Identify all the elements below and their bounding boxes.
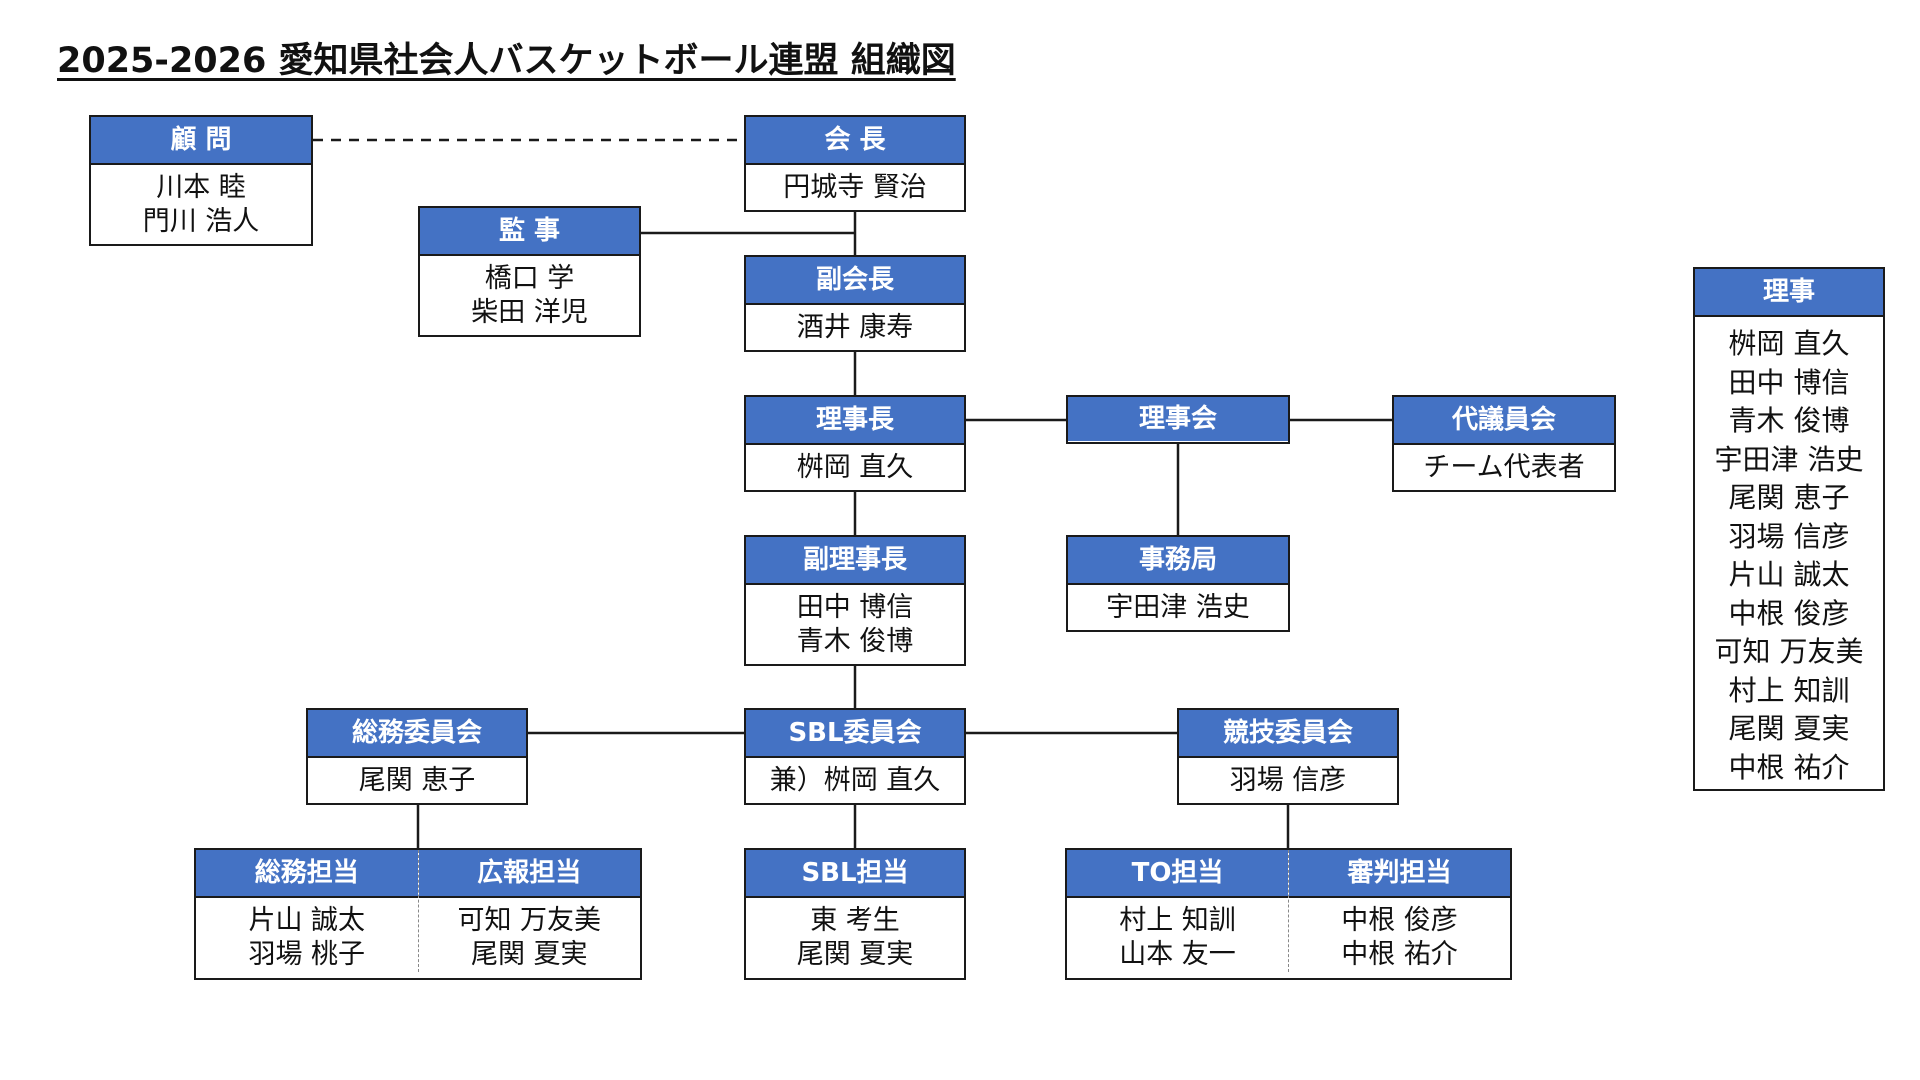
shinpan-tanto-column: 審判担当 中根 俊彦 中根 祐介	[1288, 850, 1510, 972]
somu-iinkai-member: 尾関 恵子	[358, 765, 476, 796]
page-title: 2025-2026 愛知県社会人バスケットボール連盟 組織図	[57, 41, 956, 81]
somu-tanto-member: 羽場 桃子	[248, 939, 366, 970]
to-shinpan-tanto-box: TO担当 村上 知訓 山本 友一 審判担当 中根 俊彦 中根 祐介	[1065, 848, 1512, 980]
rijicho-member: 桝岡 直久	[796, 452, 914, 483]
shinpan-tanto-member: 中根 祐介	[1341, 939, 1458, 970]
rijicho-header: 理事長	[746, 397, 964, 445]
fukurijicho-member: 青木 俊博	[796, 626, 914, 657]
riji-member: 宇田津 浩史	[1714, 442, 1864, 476]
kanji-member: 橋口 学	[484, 263, 575, 294]
fukurijicho-member: 田中 博信	[796, 592, 914, 623]
riji-member: 村上 知訓	[1728, 673, 1850, 707]
to-tanto-member: 村上 知訓	[1119, 905, 1236, 936]
kyogi-iinkai-header: 競技委員会	[1179, 710, 1397, 758]
fukurijicho-box: 副理事長 田中 博信 青木 俊博	[744, 535, 966, 666]
jimukyoku-box: 事務局 宇田津 浩史	[1066, 535, 1290, 632]
riji-member: 片山 誠太	[1728, 558, 1850, 591]
kaicho-header: 会 長	[746, 117, 964, 165]
komon-member: 川本 睦	[156, 172, 246, 203]
riji-member: 桝岡 直久	[1728, 327, 1850, 360]
riji-header: 理事	[1695, 269, 1883, 317]
fukurijicho-header: 副理事長	[746, 537, 964, 585]
fukukaicho-box: 副会長 酒井 康寿	[744, 255, 966, 352]
jimukyoku-member: 宇田津 浩史	[1106, 592, 1250, 623]
komon-header: 顧 問	[91, 117, 311, 165]
riji-box: 理事 桝岡 直久 田中 博信 青木 俊博 宇田津 浩史 尾関 恵子 羽場 信彦 …	[1693, 267, 1885, 791]
riji-member: 尾関 恵子	[1728, 481, 1850, 514]
kyogi-iinkai-box: 競技委員会 羽場 信彦	[1177, 708, 1399, 805]
somu-tanto-member: 片山 誠太	[248, 905, 366, 936]
shinpan-tanto-member: 中根 俊彦	[1341, 905, 1458, 936]
koho-tanto-header: 広報担当	[418, 850, 640, 898]
fukukaicho-header: 副会長	[746, 257, 964, 305]
to-tanto-column: TO担当 村上 知訓 山本 友一	[1067, 850, 1288, 972]
riji-member: 田中 博信	[1728, 365, 1850, 399]
riji-member: 可知 万友美	[1714, 635, 1864, 668]
kyogi-iinkai-member: 羽場 信彦	[1229, 765, 1347, 796]
riji-member: 中根 俊彦	[1728, 596, 1850, 630]
riji-member: 尾関 夏実	[1728, 712, 1850, 745]
sbl-tanto-header: SBL担当	[746, 850, 964, 898]
kanji-box: 監 事 橋口 学 柴田 洋児	[418, 206, 641, 337]
sbl-iinkai-header: SBL委員会	[746, 710, 964, 758]
koho-tanto-column: 広報担当 可知 万友美 尾関 夏実	[417, 850, 640, 972]
daigiinkai-header: 代議員会	[1394, 397, 1614, 445]
fukukaicho-member: 酒井 康寿	[796, 312, 914, 343]
daigiinkai-box: 代議員会 チーム代表者	[1392, 395, 1616, 492]
rijikai-header: 理事会	[1068, 397, 1288, 441]
koho-tanto-member: 尾関 夏実	[470, 939, 588, 970]
somu-tanto-header: 総務担当	[196, 850, 418, 898]
somu-tanto-column: 総務担当 片山 誠太 羽場 桃子	[196, 850, 418, 972]
sbl-tanto-member: 尾関 夏実	[796, 939, 914, 970]
jimukyoku-header: 事務局	[1068, 537, 1288, 585]
riji-member: 羽場 信彦	[1728, 519, 1850, 553]
rijikai-box: 理事会	[1066, 395, 1290, 444]
daigiinkai-member: チーム代表者	[1423, 452, 1585, 483]
somu-iinkai-header: 総務委員会	[308, 710, 526, 758]
sbl-tanto-box: SBL担当 東 考生 尾関 夏実	[744, 848, 966, 980]
komon-box: 顧 問 川本 睦 門川 浩人	[89, 115, 313, 246]
kaicho-member: 円城寺 賢治	[783, 172, 927, 203]
shinpan-tanto-header: 審判担当	[1289, 850, 1510, 898]
somu-koho-tanto-box: 総務担当 片山 誠太 羽場 桃子 広報担当 可知 万友美 尾関 夏実	[194, 848, 642, 980]
koho-tanto-member: 可知 万友美	[457, 905, 602, 936]
komon-member: 門川 浩人	[142, 206, 260, 237]
sbl-iinkai-box: SBL委員会 兼）桝岡 直久	[744, 708, 966, 805]
riji-member: 青木 俊博	[1728, 404, 1850, 437]
sbl-tanto-member: 東 考生	[810, 905, 900, 936]
to-tanto-member: 山本 友一	[1119, 939, 1236, 970]
rijicho-box: 理事長 桝岡 直久	[744, 395, 966, 492]
somu-iinkai-box: 総務委員会 尾関 恵子	[306, 708, 528, 805]
sbl-iinkai-member: 兼）桝岡 直久	[769, 765, 941, 796]
kanji-header: 監 事	[420, 208, 639, 256]
kaicho-box: 会 長 円城寺 賢治	[744, 115, 966, 212]
kanji-member: 柴田 洋児	[471, 297, 588, 328]
riji-member: 中根 祐介	[1728, 750, 1850, 784]
to-tanto-header: TO担当	[1067, 850, 1288, 898]
